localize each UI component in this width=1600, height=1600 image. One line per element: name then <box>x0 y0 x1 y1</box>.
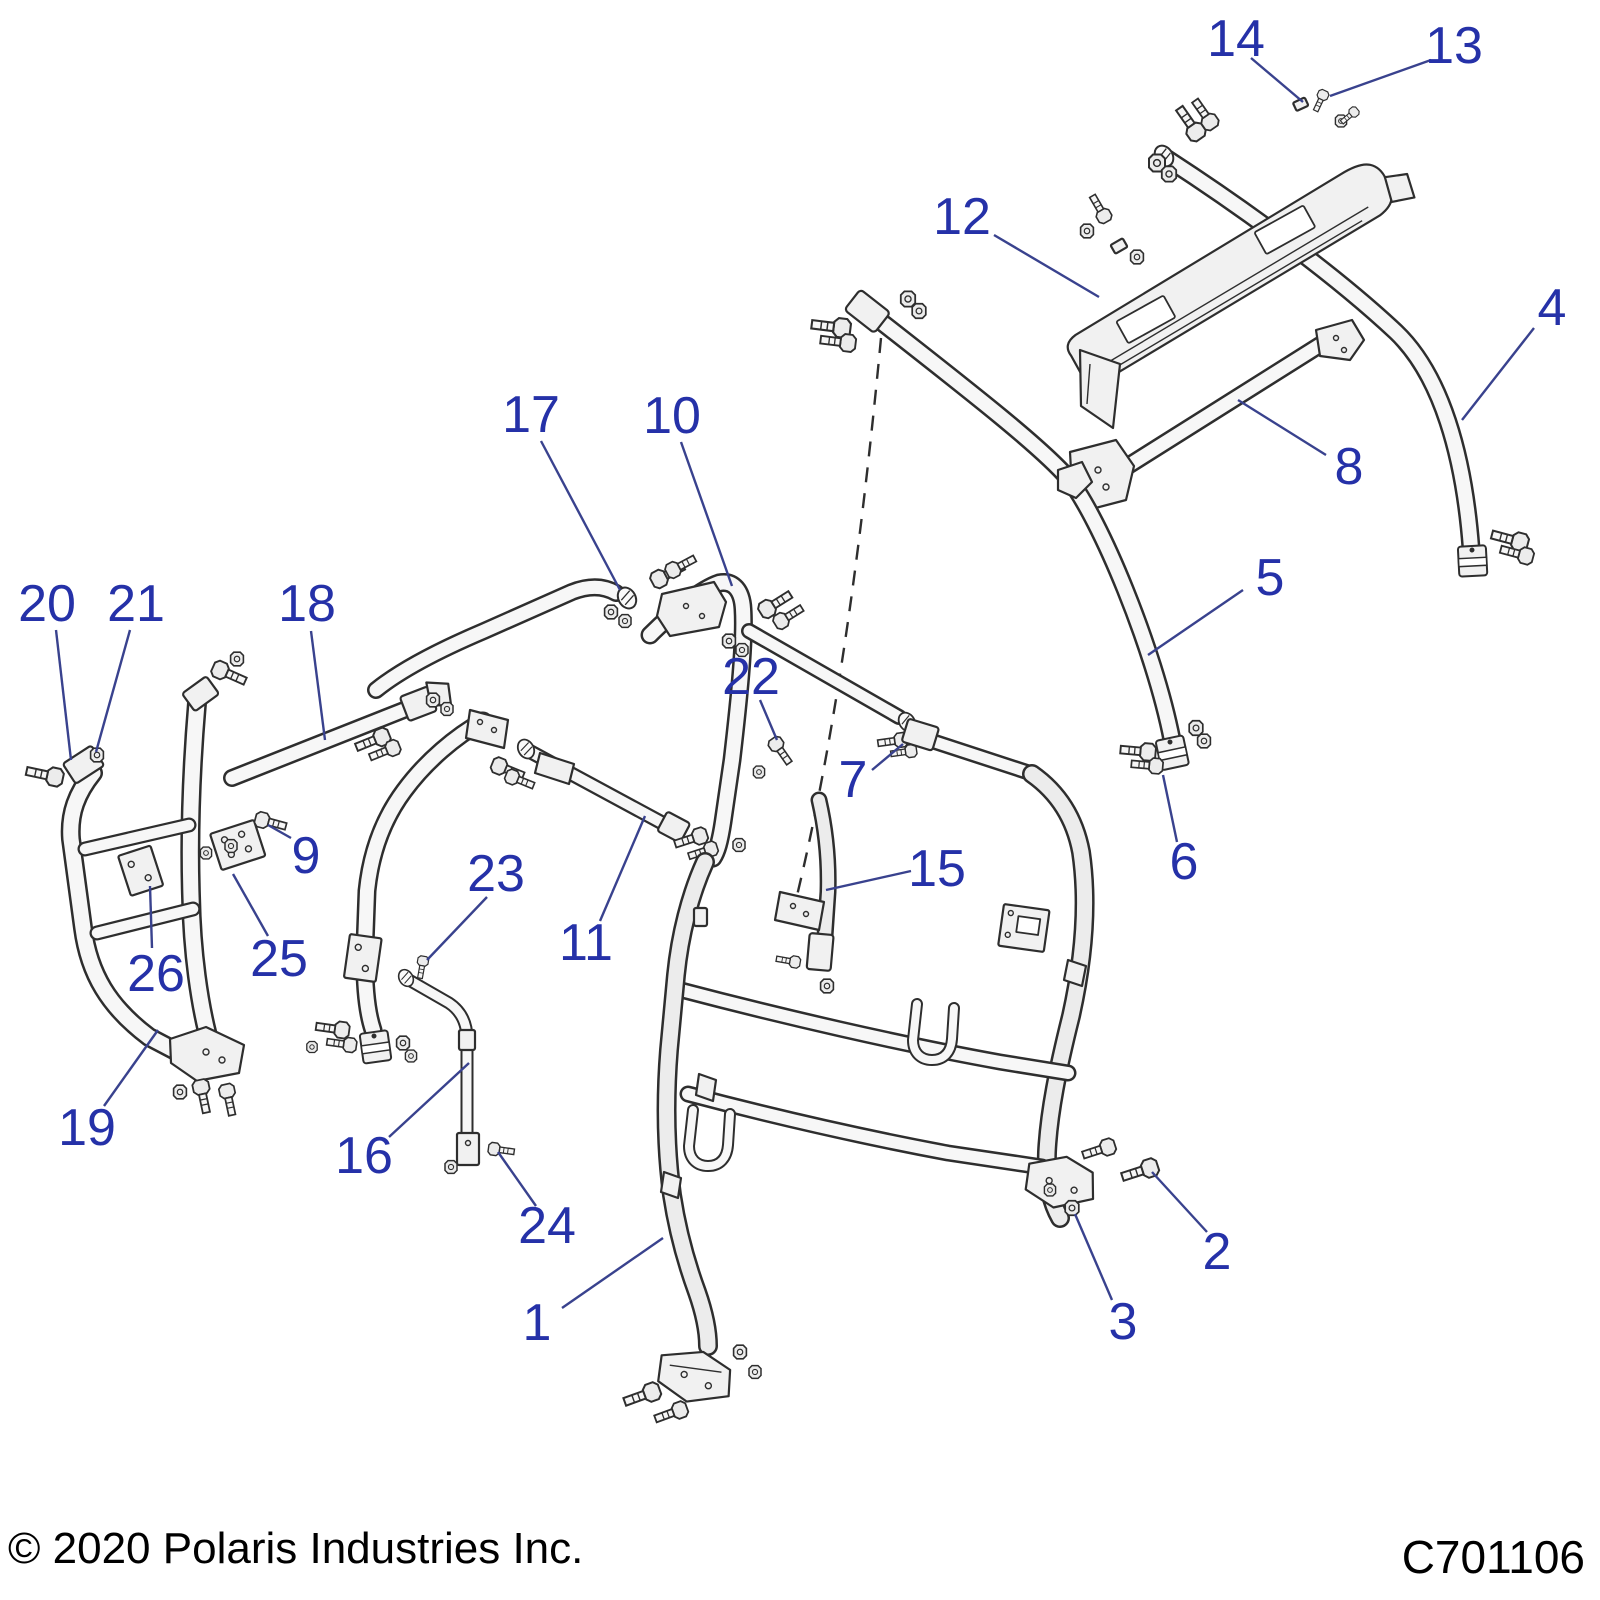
callout-number-26: 26 <box>127 945 185 1003</box>
callout-leader-15 <box>825 869 912 892</box>
callout-leader-7 <box>871 743 904 771</box>
callout-6: 6 <box>1161 774 1199 891</box>
callout-14: 14 <box>1207 10 1304 103</box>
callout-number-6: 6 <box>1170 833 1199 891</box>
callout-16: 16 <box>335 1062 470 1185</box>
fastener-14 <box>1292 96 1310 112</box>
callout-25: 25 <box>231 873 308 988</box>
callout-10: 10 <box>643 387 734 587</box>
callout-number-24: 24 <box>518 1197 576 1255</box>
callout-leader-17 <box>539 440 622 591</box>
alignment-dashed-line <box>787 337 883 929</box>
right-cage <box>672 718 1162 1228</box>
callout-number-17: 17 <box>502 386 560 444</box>
callout-leader-8 <box>1237 398 1327 457</box>
callout-leader-10 <box>679 441 734 587</box>
callout-number-21: 21 <box>107 575 165 633</box>
callout-8: 8 <box>1237 398 1364 496</box>
callout-leader-16 <box>388 1062 470 1138</box>
callout-leader-26 <box>148 885 154 949</box>
callout-number-14: 14 <box>1207 10 1265 68</box>
callout-number-18: 18 <box>278 575 336 633</box>
callout-21: 21 <box>94 575 165 753</box>
callout-number-12: 12 <box>933 188 991 246</box>
callout-leader-9 <box>267 823 292 840</box>
callout-leader-20 <box>54 629 73 761</box>
callout-leader-1 <box>561 1237 664 1309</box>
callout-leader-11 <box>598 815 647 922</box>
callout-number-15: 15 <box>908 840 966 898</box>
copyright-text: © 2020 Polaris Industries Inc. <box>8 1524 584 1573</box>
callout-number-23: 23 <box>467 845 525 903</box>
callout-12: 12 <box>933 188 1100 299</box>
callout-7: 7 <box>839 743 904 809</box>
roof-panel <box>1066 163 1416 385</box>
callout-17: 17 <box>502 386 622 591</box>
callout-1: 1 <box>523 1237 664 1352</box>
callout-26: 26 <box>127 885 185 1003</box>
callout-24: 24 <box>497 1151 576 1255</box>
callout-4: 4 <box>1461 279 1567 421</box>
callout-11: 11 <box>559 815 647 972</box>
callout-leader-12 <box>993 233 1100 299</box>
callout-number-2: 2 <box>1203 1223 1232 1281</box>
nut-3 <box>1064 1199 1080 1217</box>
callout-number-4: 4 <box>1538 279 1567 337</box>
callout-3: 3 <box>1073 1213 1138 1351</box>
callout-leader-19 <box>103 1029 159 1107</box>
callout-19: 19 <box>58 1029 159 1157</box>
callout-leader-22 <box>758 699 779 741</box>
callout-number-9: 9 <box>292 827 321 885</box>
callout-22: 22 <box>722 648 780 741</box>
bolt-22 <box>765 733 797 768</box>
bracket-26 <box>117 844 164 897</box>
callout-number-1: 1 <box>523 1294 552 1352</box>
callout-leader-23 <box>426 896 488 961</box>
callout-number-22: 22 <box>722 648 780 706</box>
callout-leader-6 <box>1161 774 1179 843</box>
callout-number-5: 5 <box>1256 549 1285 607</box>
callout-number-25: 25 <box>250 930 308 988</box>
callout-leader-2 <box>1151 1171 1208 1233</box>
front-pillar <box>620 852 762 1428</box>
callout-number-3: 3 <box>1109 1293 1138 1351</box>
callout-leader-14 <box>1250 57 1304 103</box>
callout-5: 5 <box>1147 549 1285 656</box>
callout-9: 9 <box>267 823 321 885</box>
roof-assembly <box>809 87 1536 776</box>
callout-2: 2 <box>1151 1171 1232 1281</box>
left-door-frame <box>23 651 289 1118</box>
callout-number-19: 19 <box>58 1099 116 1157</box>
bolt-2 <box>1118 1155 1162 1187</box>
callout-13: 13 <box>1329 17 1483 98</box>
callout-number-8: 8 <box>1335 438 1364 496</box>
callout-number-13: 13 <box>1425 17 1483 75</box>
main-cage <box>223 550 932 1175</box>
callout-number-11: 11 <box>559 914 613 972</box>
callout-number-16: 16 <box>335 1127 393 1185</box>
callout-18: 18 <box>278 575 336 741</box>
callout-leader-13 <box>1329 58 1432 98</box>
callout-number-10: 10 <box>643 387 701 445</box>
callout-leader-24 <box>497 1151 537 1207</box>
bolt-6 <box>1118 740 1158 763</box>
callout-20: 20 <box>18 575 76 761</box>
callout-leader-3 <box>1073 1213 1114 1301</box>
callout-leader-21 <box>94 629 132 753</box>
callout-23: 23 <box>426 845 525 961</box>
part-code: C701106 <box>1401 1531 1585 1583</box>
callout-number-7: 7 <box>839 751 868 809</box>
callout-15: 15 <box>825 840 966 898</box>
callout-leader-5 <box>1147 589 1244 656</box>
callout-leader-4 <box>1461 327 1535 421</box>
callout-leader-25 <box>231 873 270 937</box>
bolt-9 <box>252 810 289 835</box>
callout-number-20: 20 <box>18 575 76 633</box>
callout-leader-18 <box>309 630 327 741</box>
fastener-13 <box>1310 87 1331 114</box>
